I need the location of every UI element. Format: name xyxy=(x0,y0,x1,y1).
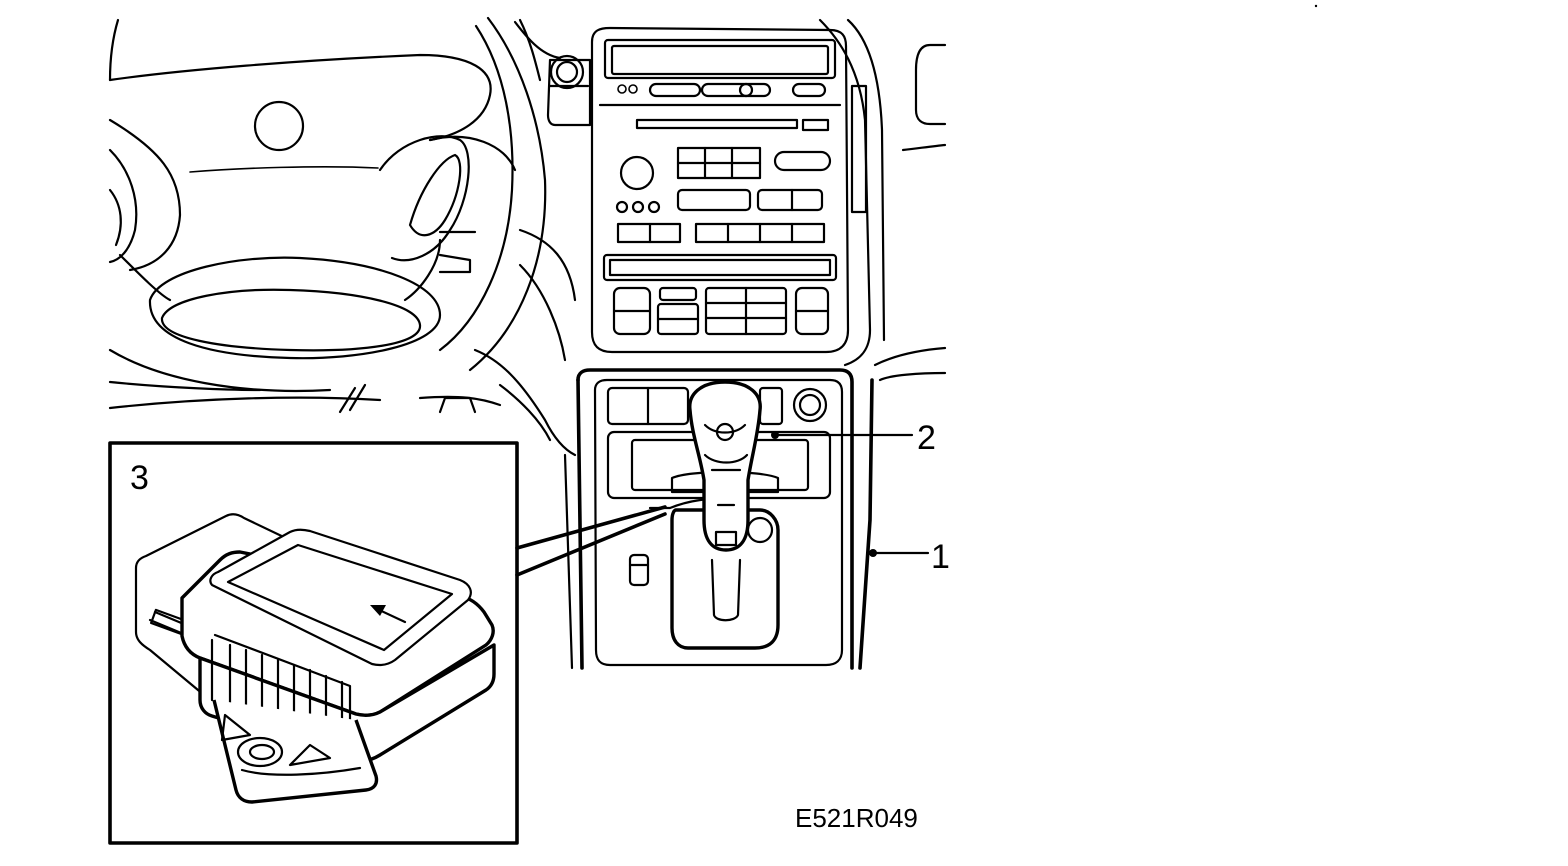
dashboard-contour xyxy=(438,18,577,457)
steering-wheel xyxy=(108,16,547,414)
control-module xyxy=(134,513,496,804)
climate-panel xyxy=(602,253,838,336)
center-stack xyxy=(513,18,886,367)
side-trim xyxy=(901,43,947,152)
figure-code: E521R049 xyxy=(795,803,918,833)
gear-knob xyxy=(688,380,762,552)
radio-unit xyxy=(598,38,842,244)
callout-3-label: 3 xyxy=(130,459,149,497)
speck xyxy=(1314,4,1318,8)
callout-1-label: 1 xyxy=(931,538,950,576)
arrow-icon xyxy=(370,605,407,624)
vent-knob xyxy=(546,54,592,127)
center-console xyxy=(563,346,947,670)
inset-detail xyxy=(108,441,667,845)
callout-2-label: 2 xyxy=(917,419,936,457)
callout-leaders xyxy=(771,431,930,557)
